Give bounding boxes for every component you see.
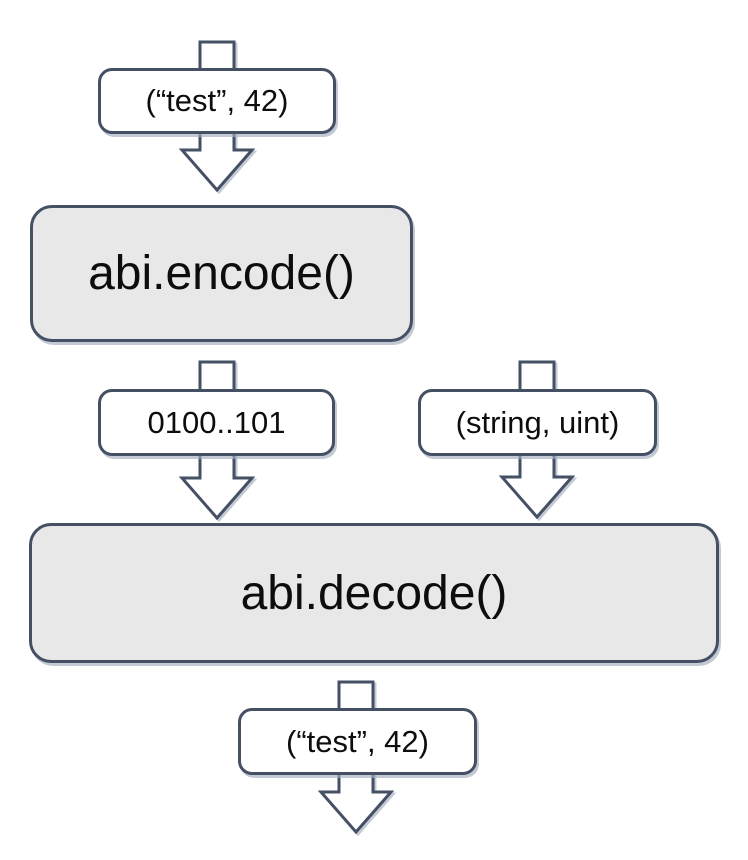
node-abi-encode: abi.encode() <box>30 205 413 342</box>
node-abi-decode: abi.decode() <box>29 523 719 663</box>
node-type-list: (string, uint) <box>418 389 657 456</box>
node-abi-decode-label: abi.decode() <box>240 566 508 620</box>
node-output-tuple-label: (“test”, 42) <box>286 723 429 759</box>
node-input-tuple: (“test”, 42) <box>98 68 336 134</box>
node-output-tuple: (“test”, 42) <box>238 708 477 775</box>
node-encoded-bytes: 0100..101 <box>98 389 335 456</box>
node-input-tuple-label: (“test”, 42) <box>145 83 289 118</box>
node-abi-encode-label: abi.encode() <box>88 247 355 300</box>
node-encoded-bytes-label: 0100..101 <box>147 404 286 440</box>
node-type-list-label: (string, uint) <box>455 404 620 440</box>
